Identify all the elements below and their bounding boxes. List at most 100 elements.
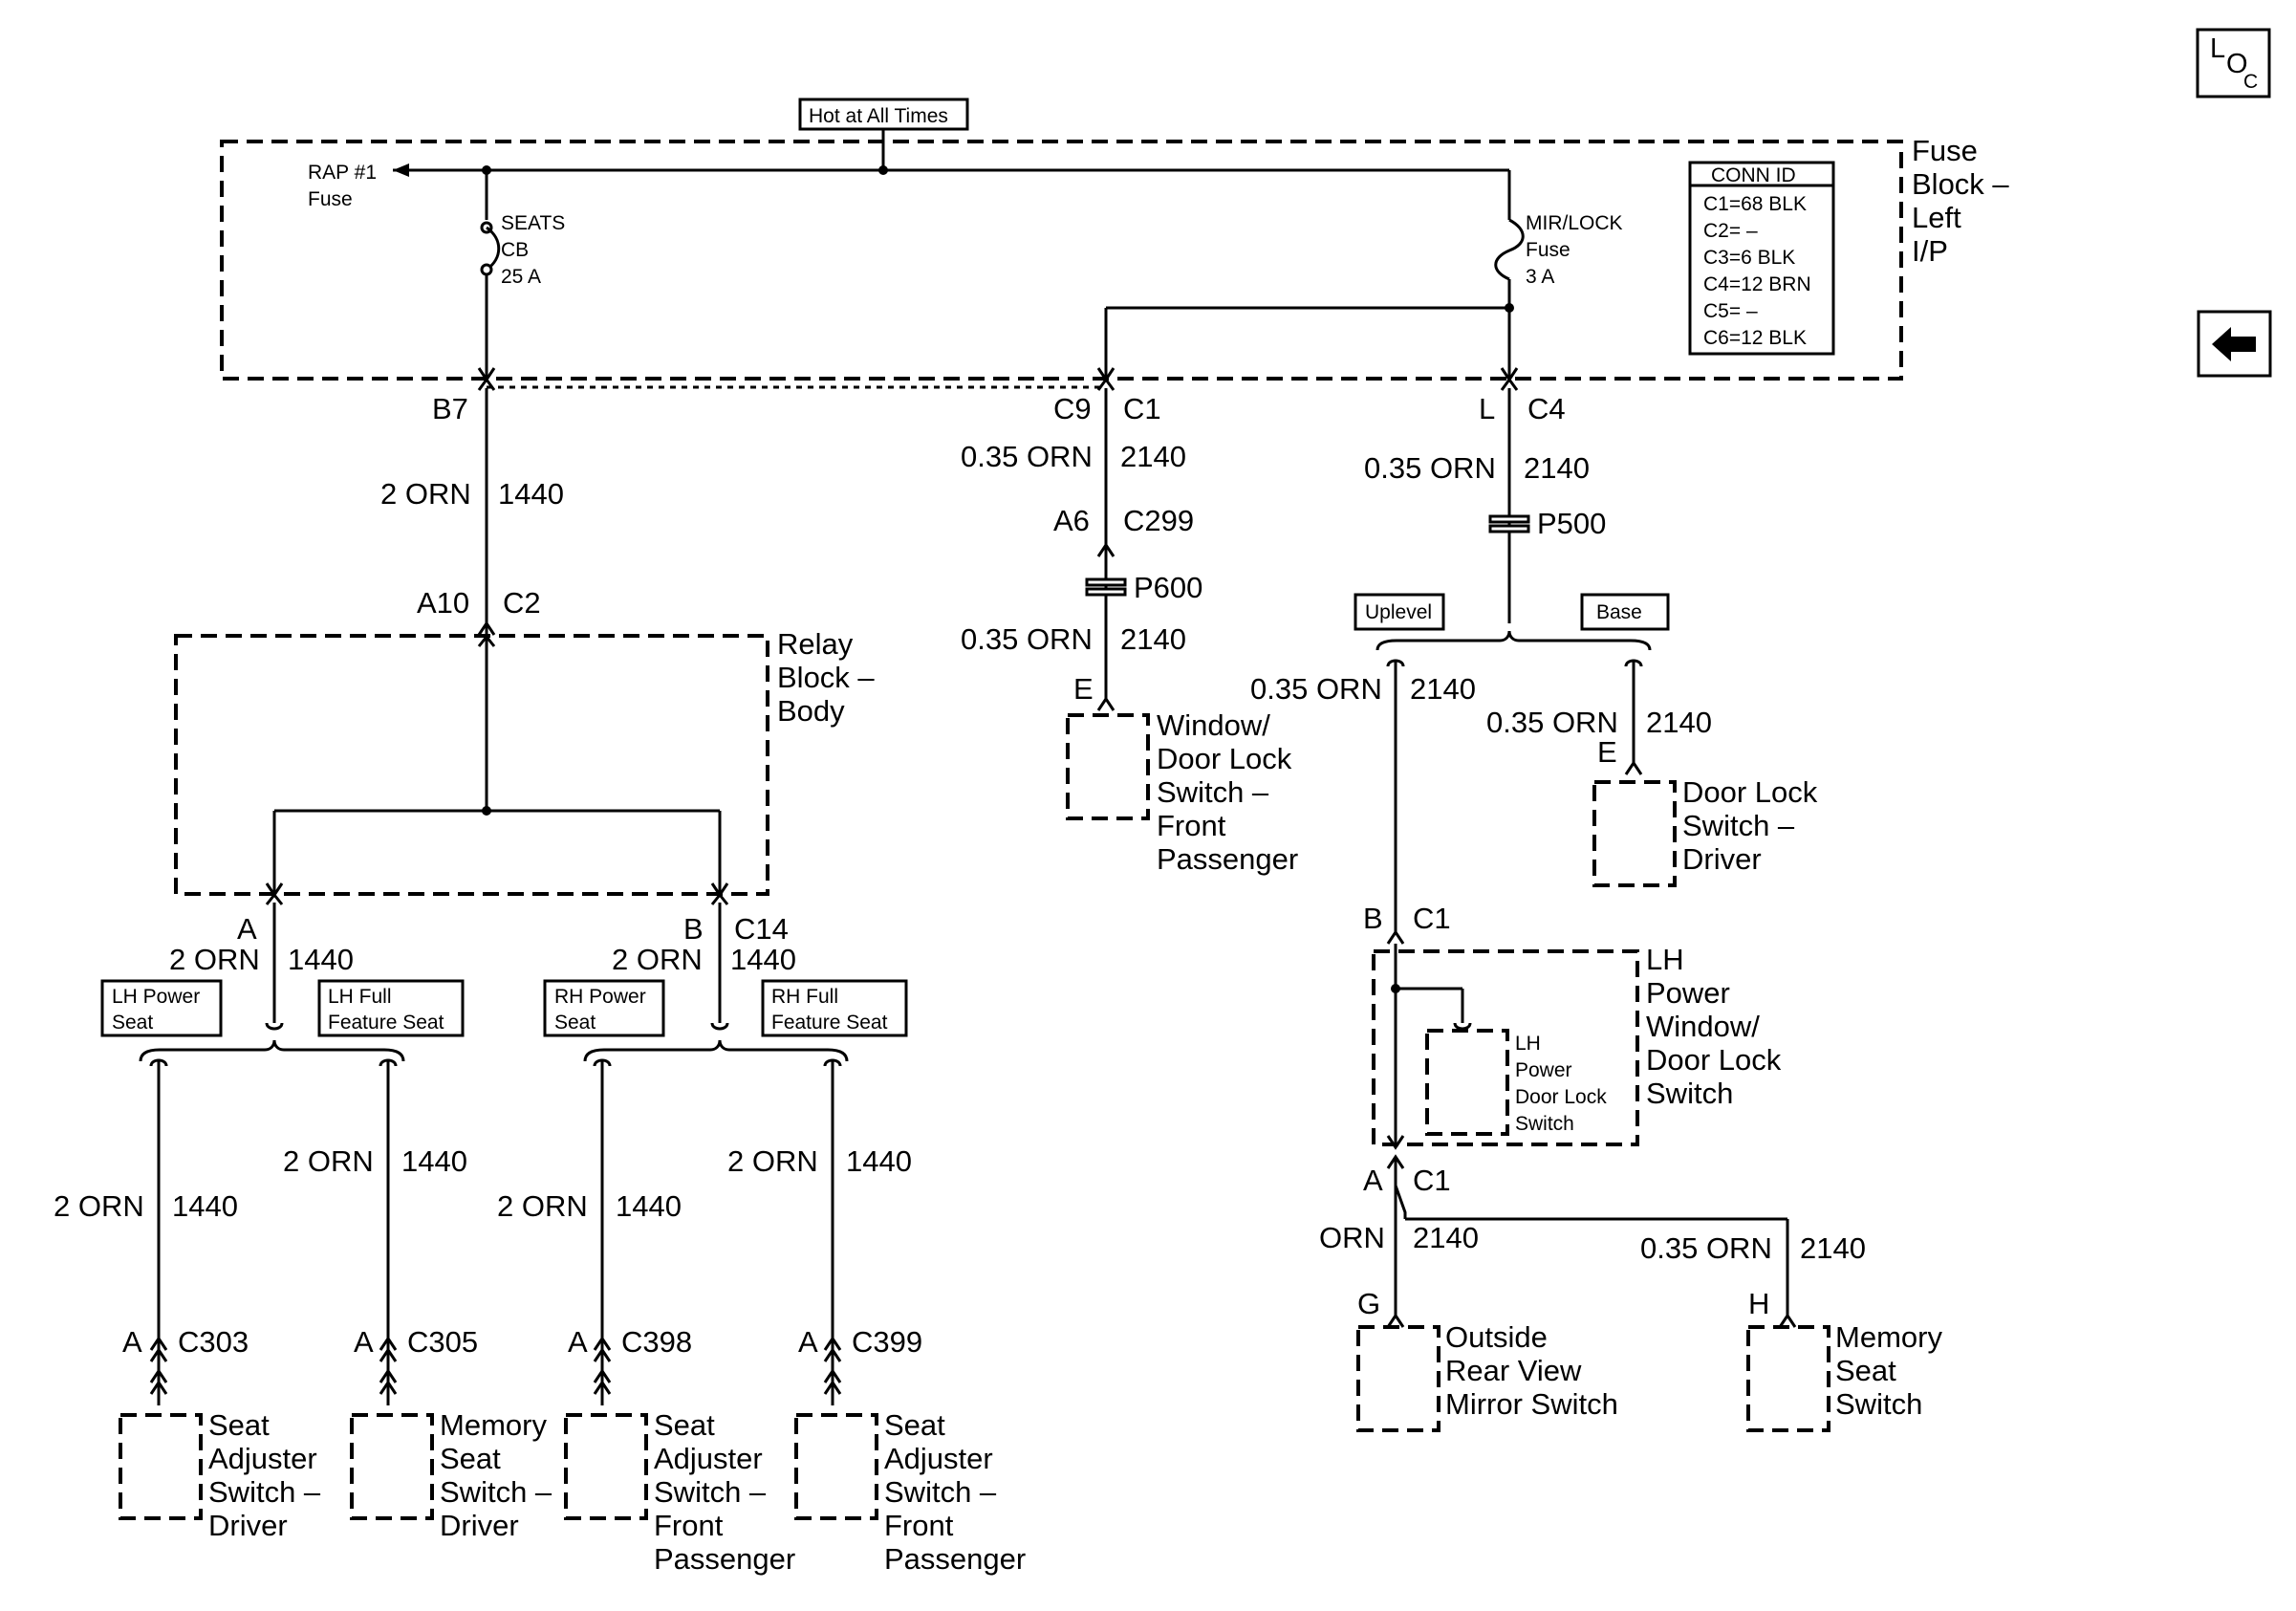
pin-label: A: [798, 1325, 818, 1359]
circuit-number: 2140: [1646, 706, 1712, 739]
wire-color: 0.35 ORN: [961, 440, 1093, 473]
component-label: Seat: [654, 1408, 715, 1442]
component-label: Driver: [208, 1509, 288, 1542]
component-label: LH: [1515, 1033, 1541, 1055]
option-lh-full-feature: [317, 979, 465, 1037]
conn-id-row: C6=12 BLK: [1703, 327, 1807, 349]
seats-cb-label-3: 25 A: [501, 266, 541, 288]
conn-id-row: C3=6 BLK: [1703, 247, 1795, 269]
pin-g: G: [1357, 1287, 1380, 1320]
connector-label: C398: [621, 1325, 692, 1359]
fuse-block-outline: [220, 140, 1903, 381]
label-a: A: [1363, 1164, 1383, 1197]
lh-power-door-lock-switch: LH Power Door Lock Switch: [1425, 1029, 1607, 1136]
label-c4: C4: [1527, 392, 1566, 425]
rap-fuse-label-2: Fuse: [308, 188, 353, 210]
option-label: Base: [1596, 601, 1642, 623]
label-c2: C2: [503, 586, 541, 620]
circuit-number: 2140: [1413, 1221, 1479, 1254]
component-label: Switch –: [440, 1475, 552, 1509]
circuit-number: 1440: [616, 1189, 682, 1223]
component-label: Door Lock: [1515, 1086, 1607, 1108]
circuit-number: 1440: [172, 1189, 238, 1223]
label-a: A: [237, 912, 257, 946]
component-label: LH: [1646, 943, 1684, 976]
component-label: Door Lock: [1157, 742, 1292, 775]
label-b7: B7: [432, 392, 468, 425]
rap-arrow-icon: [393, 163, 409, 177]
pin-e: E: [1073, 672, 1094, 706]
fuse-block-title-3: Left: [1912, 201, 1961, 234]
component-label: Front: [1157, 809, 1226, 842]
conn-id-title: CONN ID: [1711, 164, 1796, 186]
option-lh-power-seat: [100, 979, 223, 1037]
component-label: Front: [654, 1509, 724, 1542]
memory-seat-switch-driver: Memory Seat Switch – Driver: [350, 1408, 552, 1542]
label-l: L: [1479, 392, 1495, 425]
label-c299: C299: [1123, 504, 1194, 537]
wire-color: 0.35 ORN: [1250, 672, 1382, 706]
pin-h: H: [1748, 1287, 1769, 1320]
label-b: B: [683, 912, 704, 946]
component-label: Switch –: [1157, 775, 1269, 809]
option-label: RH Power: [554, 986, 646, 1008]
connector-label: C399: [852, 1325, 922, 1359]
component-label: Switch –: [208, 1475, 321, 1509]
pin-label: A: [568, 1325, 588, 1359]
component-label: Door Lock: [1682, 775, 1818, 809]
wire-color: 2 ORN: [169, 943, 260, 976]
wire-color: 0.35 ORN: [1640, 1231, 1772, 1265]
label-c1: C1: [1413, 902, 1451, 935]
fuse-block-title-2: Block –: [1912, 167, 2009, 201]
option-base: [1580, 593, 1670, 631]
component-label: Power: [1646, 976, 1730, 1010]
door-lock-switch-driver: Door Lock Switch – Driver: [1592, 775, 1818, 887]
wire-color: 2 ORN: [283, 1144, 374, 1178]
component-label: Switch: [1515, 1113, 1574, 1135]
option-rh-power-seat: [543, 979, 665, 1037]
seat-adjuster-switch-passenger-lh: Seat Adjuster Switch – Front Passenger: [564, 1408, 795, 1576]
component-label: Adjuster: [884, 1442, 993, 1475]
circuit-number: 1440: [401, 1144, 467, 1178]
label-a10: A10: [417, 586, 469, 620]
outside-rear-view-mirror-switch: Outside Rear View Mirror Switch: [1356, 1320, 1618, 1432]
pin-label: A: [354, 1325, 374, 1359]
component-label: Rear View: [1445, 1354, 1582, 1387]
circuit-number: 2140: [1524, 451, 1590, 485]
connector-c399: A C399: [798, 1325, 922, 1405]
pin-label: A: [122, 1325, 142, 1359]
seat-adjuster-switch-driver: Seat Adjuster Switch – Driver: [119, 1408, 321, 1542]
relay-block-outline: [174, 634, 769, 896]
circuit-number: 2140: [1800, 1231, 1866, 1265]
component-label: Driver: [1682, 842, 1762, 876]
relay-block-title-2: Block –: [777, 661, 875, 694]
component-label: Switch: [1835, 1387, 1922, 1421]
component-label: Seat: [884, 1408, 945, 1442]
fuse-block-title-4: I/P: [1912, 234, 1948, 268]
label-a6: A6: [1053, 504, 1090, 537]
mirlock-label-2: Fuse: [1526, 239, 1570, 261]
label-c14: C14: [734, 912, 789, 946]
option-label: Uplevel: [1365, 601, 1432, 623]
option-label: RH Full: [771, 986, 838, 1008]
wire-color: 0.35 ORN: [961, 622, 1093, 656]
loc-button[interactable]: L O C: [2196, 28, 2271, 98]
circuit-number: 1440: [730, 943, 796, 976]
connector-c398: A C398: [568, 1325, 692, 1405]
component-label: Seat: [1835, 1354, 1896, 1387]
option-uplevel: [1354, 593, 1445, 631]
connector-c303: A C303: [122, 1325, 249, 1405]
wire-color: 2 ORN: [727, 1144, 818, 1178]
source-label-box: [798, 98, 969, 131]
component-label: Door Lock: [1646, 1043, 1782, 1077]
component-label: Window/: [1646, 1010, 1760, 1043]
back-button[interactable]: [2197, 310, 2272, 378]
mirlock-label-1: MIR/LOCK: [1526, 212, 1623, 234]
loc-c: C: [2243, 71, 2258, 93]
conn-id-row: C2= –: [1703, 220, 1758, 242]
splice-p600-icon: [1085, 577, 1127, 597]
loc-o: O: [2226, 49, 2248, 79]
component-label: Power: [1515, 1059, 1572, 1081]
label-p500: P500: [1537, 507, 1606, 540]
